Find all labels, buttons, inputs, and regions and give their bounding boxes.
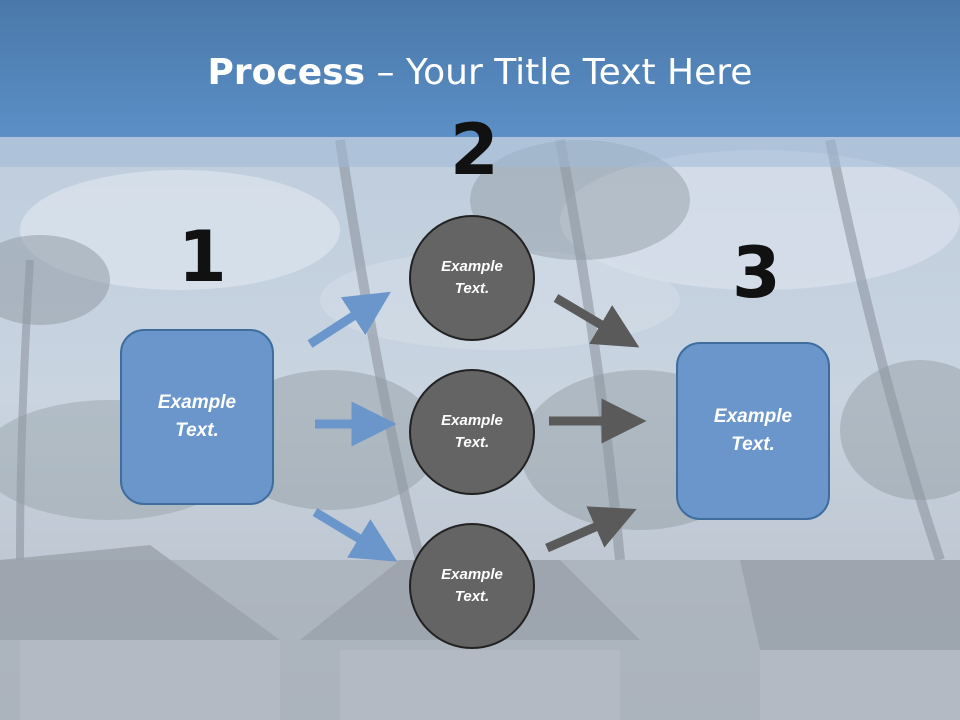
circle-1-text: Example Text.: [441, 257, 503, 298]
step-1-box: Example Text.: [120, 329, 274, 505]
circle-2: Example Text.: [409, 369, 535, 495]
title-bold: Process: [207, 52, 366, 93]
circle-1: Example Text.: [409, 215, 535, 341]
title-rest: – Your Title Text Here: [365, 52, 753, 93]
step-1-text: Example Text.: [157, 391, 237, 442]
step-number-1: 1: [178, 216, 227, 298]
step-number-3: 3: [732, 232, 781, 314]
arrow-gray-top: [553, 294, 640, 348]
circle-3: Example Text.: [409, 523, 535, 649]
step-number-2: 2: [450, 109, 499, 191]
arrow-gray-bottom: [545, 506, 637, 553]
slide-title: Process – Your Title Text Here: [0, 52, 960, 93]
arrow-blue-down: [312, 508, 398, 562]
title-bar: [0, 0, 960, 137]
circle-2-text: Example Text.: [441, 411, 503, 452]
arrow-blue-up: [307, 291, 391, 348]
step-3-box: Example Text.: [676, 342, 830, 520]
circle-3-text: Example Text.: [441, 565, 503, 606]
step-3-text: Example Text.: [713, 405, 793, 456]
title-strip: [0, 137, 960, 167]
